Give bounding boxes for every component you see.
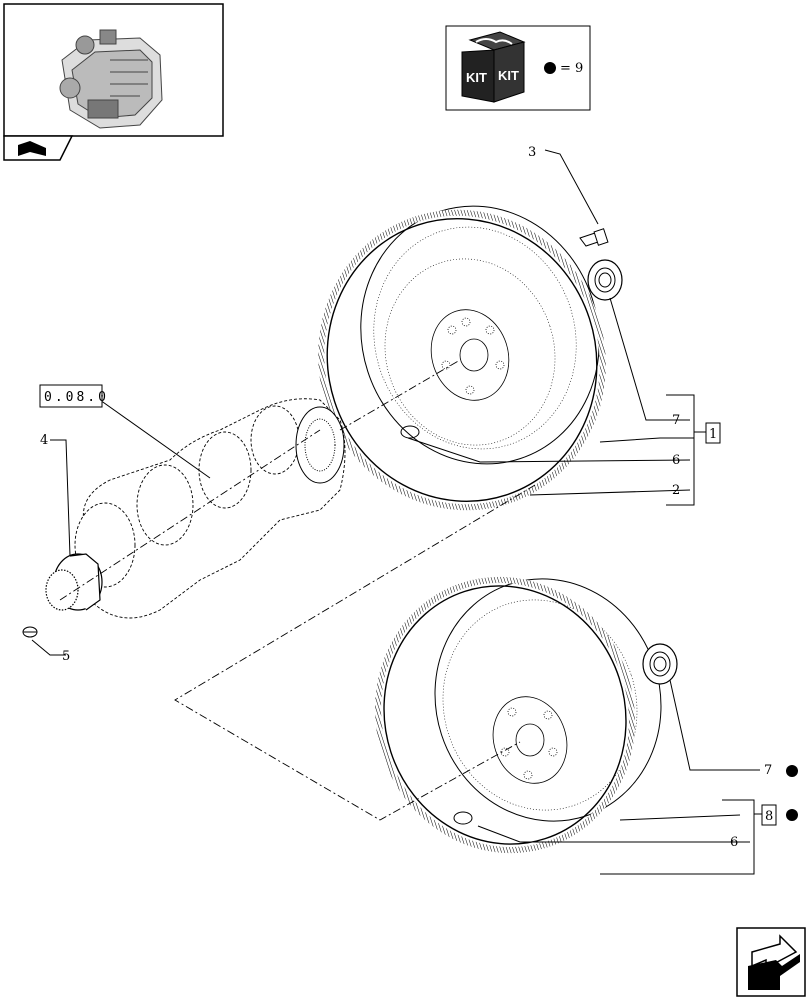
bearing-lower[interactable] (642, 643, 678, 685)
kit-legend: KIT KIT = 9 (445, 25, 591, 111)
upper-flywheel[interactable] (283, 175, 641, 544)
callout-8: 8 (765, 809, 773, 824)
reference-box-text: 0.08.0 (44, 390, 109, 405)
crankshaft-flange (295, 406, 345, 484)
next-page-button[interactable] (736, 927, 806, 997)
callout-1: 1 (709, 427, 717, 442)
bearing-upper[interactable] (587, 259, 623, 301)
kit-dot-icon (544, 62, 556, 74)
book-icon (18, 141, 46, 156)
callout-1-box[interactable]: 1 (705, 422, 721, 444)
kit-label-right: KIT (498, 68, 519, 83)
callout-2: 2 (672, 483, 680, 498)
engine-icon (59, 29, 163, 129)
bracket-upper (666, 394, 706, 506)
lower-flywheel[interactable] (343, 547, 692, 884)
callout-5: 5 (62, 649, 70, 664)
callout-4: 4 (40, 433, 48, 448)
kit-legend-text: = 9 (560, 61, 583, 76)
crankshaft-gear[interactable] (45, 553, 103, 611)
dowel-pin-crank[interactable] (22, 626, 38, 638)
bracket-lower (600, 799, 762, 875)
kit-dot-8-icon (786, 809, 798, 821)
bolt-part[interactable] (579, 228, 609, 247)
kit-label-left: KIT (466, 70, 487, 85)
kit-box-icon: KIT KIT (461, 31, 526, 103)
callout-3: 3 (528, 145, 536, 160)
callout-6-upper: 6 (672, 453, 680, 468)
assembly-line (59, 359, 536, 821)
engine-thumbnail[interactable] (3, 3, 224, 161)
reference-box[interactable]: 0.08.0 (39, 384, 109, 408)
callout-6-lower: 6 (730, 835, 738, 850)
dowel-pin-upper (400, 425, 420, 439)
kit-dot-7-icon (786, 765, 798, 777)
leader-lines (31, 149, 760, 843)
crankshaft[interactable] (74, 398, 346, 619)
callout-7-lower: 7 (764, 763, 772, 778)
dowel-pin-lower (453, 811, 473, 825)
callout-8-box[interactable]: 8 (761, 804, 777, 826)
callout-7-upper: 7 (672, 413, 680, 428)
arrow-icon (748, 934, 800, 990)
